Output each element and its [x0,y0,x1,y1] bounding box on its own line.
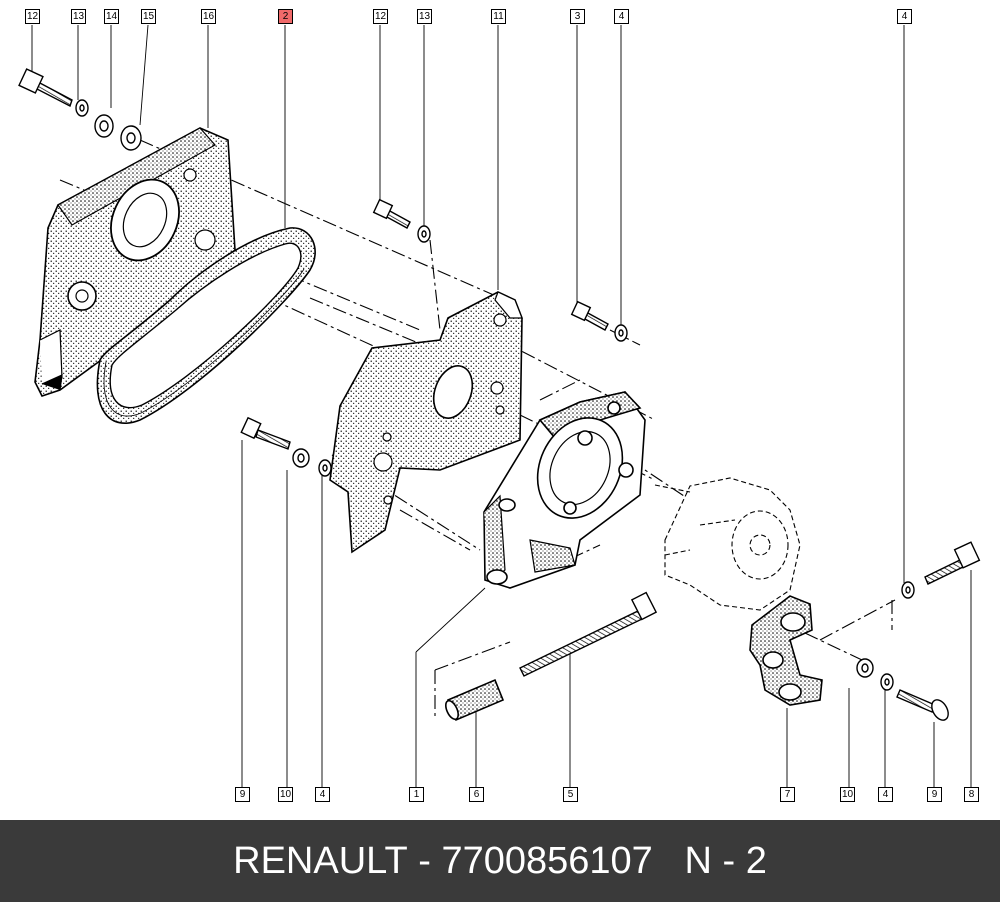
callout-10: 10 [278,787,293,802]
bolt-3 [570,300,609,331]
part-6-spacer [445,678,505,722]
callout-11: 11 [491,9,506,24]
spacer [653,840,685,883]
washers [75,99,915,691]
part-11-mounting-plate [329,291,523,554]
callout-14: 14 [104,9,119,24]
callout-15: 15 [141,9,156,24]
part-number: 7700856107 [441,839,653,882]
callout-6: 6 [469,787,484,802]
callout-5: 5 [563,787,578,802]
reference-code: N - 2 [684,839,767,882]
part-1-bracket [483,391,646,589]
separator: - [407,839,442,882]
callout-9: 9 [927,787,942,802]
part-2-belt [96,227,316,425]
callout-16: 16 [201,9,216,24]
bolt-9-right [896,689,949,721]
callout-7: 7 [780,787,795,802]
callout-10: 10 [840,787,855,802]
bolt-8 [924,541,981,585]
bolt-12-middle [372,198,411,229]
callout-13: 13 [71,9,86,24]
exploded-parts-diagram [18,24,981,787]
callout-13: 13 [417,9,432,24]
part-5-long-bolt [519,591,658,677]
callout-4: 4 [897,9,912,24]
callout-4: 4 [878,787,893,802]
callout-1: 1 [409,787,424,802]
brand-name: RENAULT [233,839,408,882]
bolt-9-left [240,416,291,450]
callout-2: 2 [278,9,293,24]
part-16-timing-cover [34,127,236,397]
callout-12: 12 [373,9,388,24]
callout-4: 4 [614,9,629,24]
footer-caption: RENAULT - 7700856107 N - 2 [0,820,1000,902]
callout-8: 8 [964,787,979,802]
callout-9: 9 [235,787,250,802]
leader-lines [31,24,972,787]
bolt-12-upper-left [18,68,73,107]
callout-12: 12 [25,9,40,24]
bolts [18,68,981,721]
callout-3: 3 [570,9,585,24]
phantom-component [654,477,801,611]
part-7-tensioner [749,595,823,706]
callout-4: 4 [315,787,330,802]
